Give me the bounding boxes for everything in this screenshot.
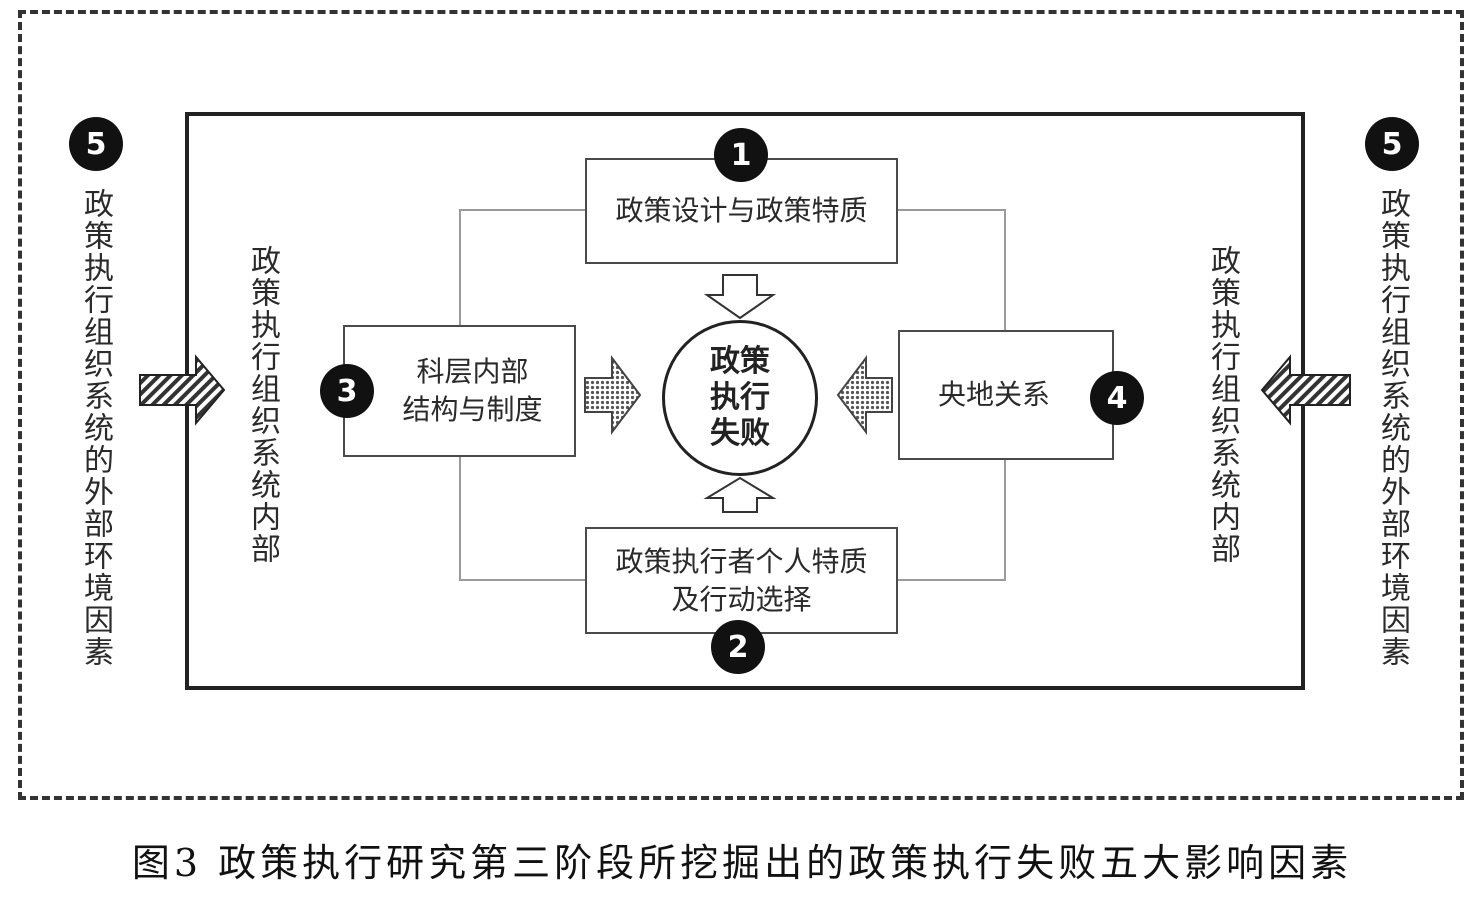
outer-left-label: 政策执行组织系统的外部环境因素 bbox=[78, 188, 113, 668]
arrow-outer-right bbox=[1260, 354, 1351, 426]
factor-5-left-badge: 5 bbox=[69, 117, 123, 171]
factor-2-line2: 及行动选择 bbox=[671, 582, 812, 616]
factor-2-box: 政策执行者个人特质 及行动选择 bbox=[585, 527, 898, 634]
arrow-left-from-factor-4 bbox=[836, 355, 893, 435]
factor-1-label: 政策设计与政策特质 bbox=[615, 194, 868, 227]
outer-environment-frame bbox=[18, 10, 1464, 800]
policy-failure-circle: 政策 执行 失败 bbox=[662, 320, 818, 476]
connector-lines bbox=[459, 209, 1006, 581]
factor-3-badge: 3 bbox=[320, 364, 374, 418]
inner-right-label: 政策执行组织系统内部 bbox=[1205, 245, 1240, 565]
factor-2-badge: 2 bbox=[711, 620, 765, 674]
arrow-down-from-factor-1 bbox=[703, 274, 777, 320]
inner-left-label: 政策执行组织系统内部 bbox=[245, 245, 280, 565]
figure-caption: 图3 政策执行研究第三阶段所挖掘出的政策执行失败五大影响因素 bbox=[131, 841, 1353, 885]
outer-right-label: 政策执行组织系统的外部环境因素 bbox=[1375, 188, 1410, 668]
factor-2-line1: 政策执行者个人特质 bbox=[615, 544, 868, 578]
center-line3: 失败 bbox=[710, 416, 770, 451]
arrow-right-from-factor-3 bbox=[584, 355, 642, 435]
factor-4-badge: 4 bbox=[1090, 371, 1144, 425]
center-line2: 执行 bbox=[710, 380, 770, 415]
factor-5-right-badge: 5 bbox=[1365, 117, 1419, 171]
factor-4-label: 央地关系 bbox=[937, 378, 1050, 411]
factor-3-line1: 科层内部 bbox=[416, 355, 529, 388]
factor-4-box: 央地关系 bbox=[898, 330, 1114, 460]
factor-1-badge: 1 bbox=[714, 128, 768, 182]
factor-3-line2: 结构与制度 bbox=[402, 393, 543, 426]
arrow-up-from-factor-2 bbox=[703, 476, 777, 513]
factor-3-box: 科层内部 结构与制度 bbox=[343, 325, 576, 457]
arrow-outer-left bbox=[139, 354, 226, 426]
center-line1: 政策 bbox=[710, 344, 770, 379]
